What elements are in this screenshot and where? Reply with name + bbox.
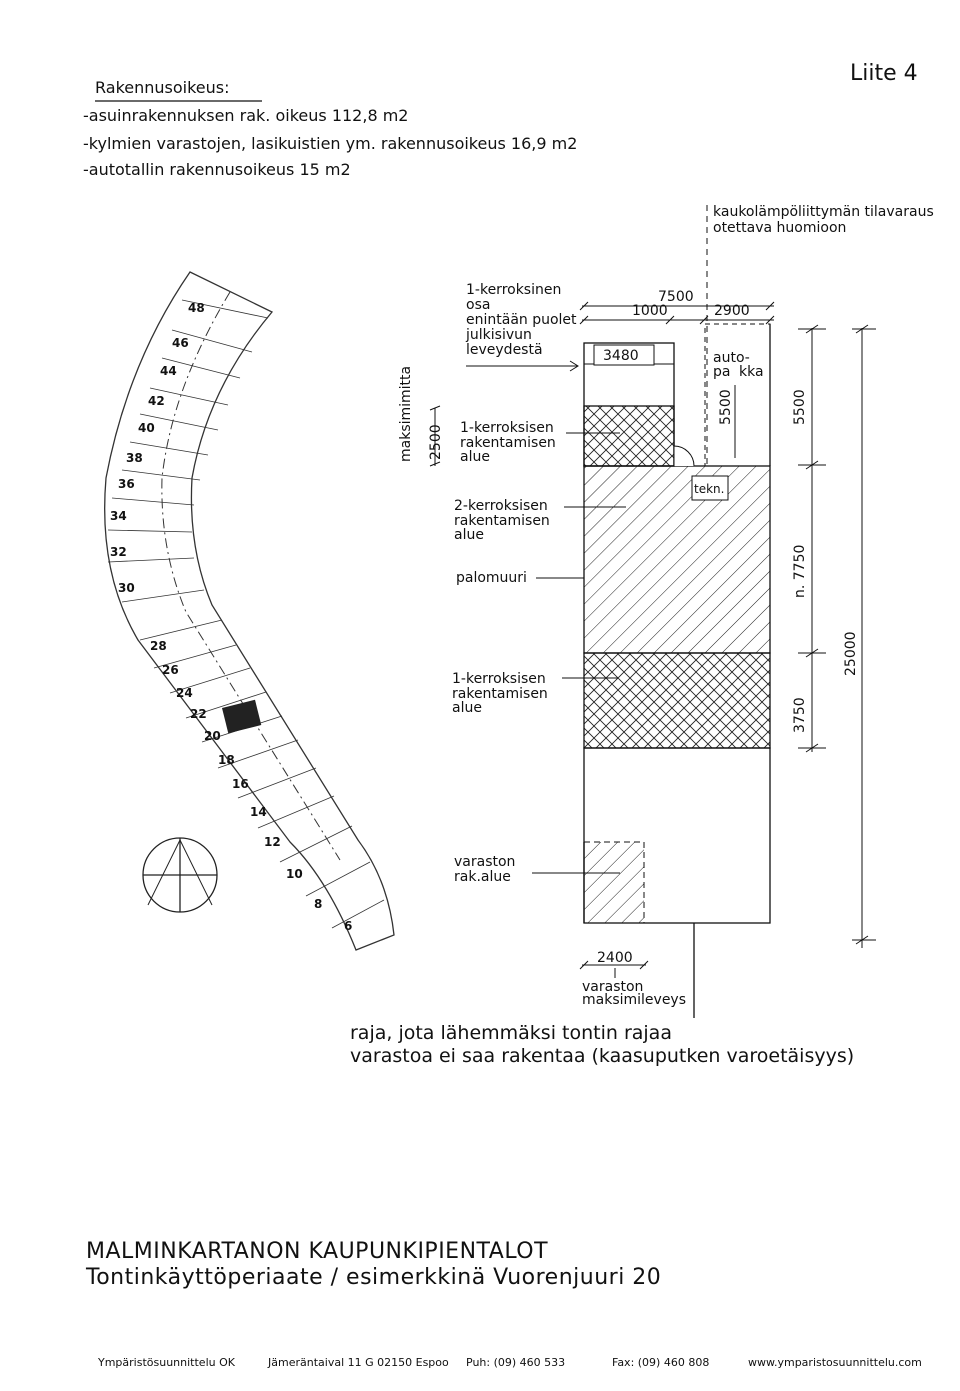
dim-carport-width: 2900 [714,303,750,319]
dim-setback-1000: 1000 [632,303,668,319]
lot-number: 14 [250,805,267,819]
lot-number: 34 [110,509,127,523]
attachment-label: Liite 4 [850,61,918,86]
lot-number: 18 [218,753,235,767]
dim-carport-length: 5500 [718,389,734,425]
rights-line-garage: -autotallin rakennusoikeus 15 m2 [83,160,351,179]
half-width-label-4: julkisivun [465,327,532,343]
one-floor-area-bottom [583,652,771,749]
key-map-lot-lines [107,299,385,929]
key-map: 48 46 44 42 40 38 36 34 32 30 28 26 24 2… [104,271,395,951]
lot-number: 48 [188,301,205,315]
half-width-label-1: 1-kerroksinen [466,282,561,298]
lot-number: 6 [344,919,352,933]
dim-max-2500: 2500 [428,424,444,460]
half-width-label-3: enintään puolet [466,312,577,328]
heat-note-line-2: otettava huomioon [713,220,846,236]
max-width-label: maksimimitta [398,366,414,462]
one-floor-bottom-label-3: alue [452,700,482,716]
title-main: MALMINKARTANON KAUPUNKIPIENTALOT [86,1239,548,1264]
lot-number: 36 [118,477,135,491]
dim-upper-length: 5500 [792,389,808,425]
lot-number: 10 [286,867,303,881]
firewall-label: palomuuri [456,570,527,586]
key-map-highlighted-lot [222,699,262,734]
rights-line-living: -asuinrakennuksen rak. oikeus 112,8 m2 [83,106,408,125]
dim-lot-width: 7500 [658,289,694,305]
half-width-label-5: leveydestä [466,342,543,358]
dim-upper-width: 3480 [603,348,639,364]
one-floor-top-label-1: 1-kerroksisen [460,420,554,436]
one-floor-bottom-label-1: 1-kerroksisen [452,671,546,687]
rights-heading: Rakennusoikeus: [95,78,230,97]
carport-label-2: pa [713,364,730,380]
lot-number: 20 [204,729,221,743]
dimension-lines [429,301,876,970]
storage-building-area [583,841,645,924]
half-width-leader [466,360,579,372]
title-sub: Tontinkäyttöperiaate / esimerkkinä Vuore… [85,1265,661,1290]
limit-note-line-1: raja, jota lähemmäksi tontin rajaa [350,1022,672,1044]
lot-number: 46 [172,336,189,350]
lot-number: 16 [232,777,249,791]
rights-line-storage: -kylmien varastojen, lasikuistien ym. ra… [83,134,577,153]
footer-web: www.ymparistosuunnittelu.com [748,1356,922,1369]
door-symbol-icon [673,445,695,467]
dim-two-floor-length: n. 7750 [792,545,808,598]
lot-plan: tekn. [583,323,771,1018]
lot-number: 44 [160,364,177,378]
carport-label-3: kka [739,364,764,380]
lot-number: 26 [162,663,179,677]
one-floor-bottom-label-2: rakentamisen [452,686,548,702]
lot-number: 22 [190,707,207,721]
lot-number: 32 [110,545,127,559]
lot-number: 40 [138,421,155,435]
footer-fax: Fax: (09) 460 808 [612,1356,709,1369]
key-map-street-centerline [161,291,341,861]
lot-number: 42 [148,394,165,408]
two-floor-area [583,465,771,654]
lot-number: 30 [118,581,135,595]
footer-company: Ympäristösuunnittelu OK [97,1356,236,1369]
technical-room-label: tekn. [694,482,724,496]
two-floor-label-1: 2-kerroksisen [454,498,548,514]
one-floor-top-label-3: alue [460,449,490,465]
limit-note-line-2: varastoa ei saa rakentaa (kaasuputken va… [350,1045,854,1067]
technical-room [691,475,729,501]
carport-label-1: auto- [713,350,750,366]
two-floor-label-2: rakentamisen [454,513,550,529]
footer-address: Jämeräntaival 11 G 02150 Espoo [267,1356,449,1369]
storage-width-label-1: varaston [582,979,643,995]
dim-lower-length: 3750 [792,697,808,733]
dim-3480-box [593,344,655,366]
lot-yard [583,747,771,924]
storage-width-label-2: maksimileveys [582,992,686,1008]
lot-number: 24 [176,686,193,700]
lot-number: 12 [264,835,281,849]
dim-lot-length: 25000 [843,631,859,676]
heat-note-line-1: kaukolämpöliittymän tilavaraus [713,204,934,220]
storage-area-label-1: varaston [454,854,515,870]
north-arrow-icon [142,837,218,913]
key-map-outline [104,271,395,951]
half-width-callout: 1-kerroksinen osa enintään puolet julkis… [465,282,577,358]
storage-area-label-2: rak.alue [454,869,511,885]
half-width-label-2: osa [466,297,490,313]
two-floor-label-3: alue [454,527,484,543]
one-floor-area-top-hatch [583,405,675,467]
lot-number: 8 [314,897,322,911]
one-floor-top-label-2: rakentamisen [460,435,556,451]
lot-number: 28 [150,639,167,653]
carport-area [704,323,771,467]
lot-number: 38 [126,451,143,465]
footer-phone: Puh: (09) 460 533 [466,1356,565,1369]
dim-storage-width: 2400 [597,950,633,966]
